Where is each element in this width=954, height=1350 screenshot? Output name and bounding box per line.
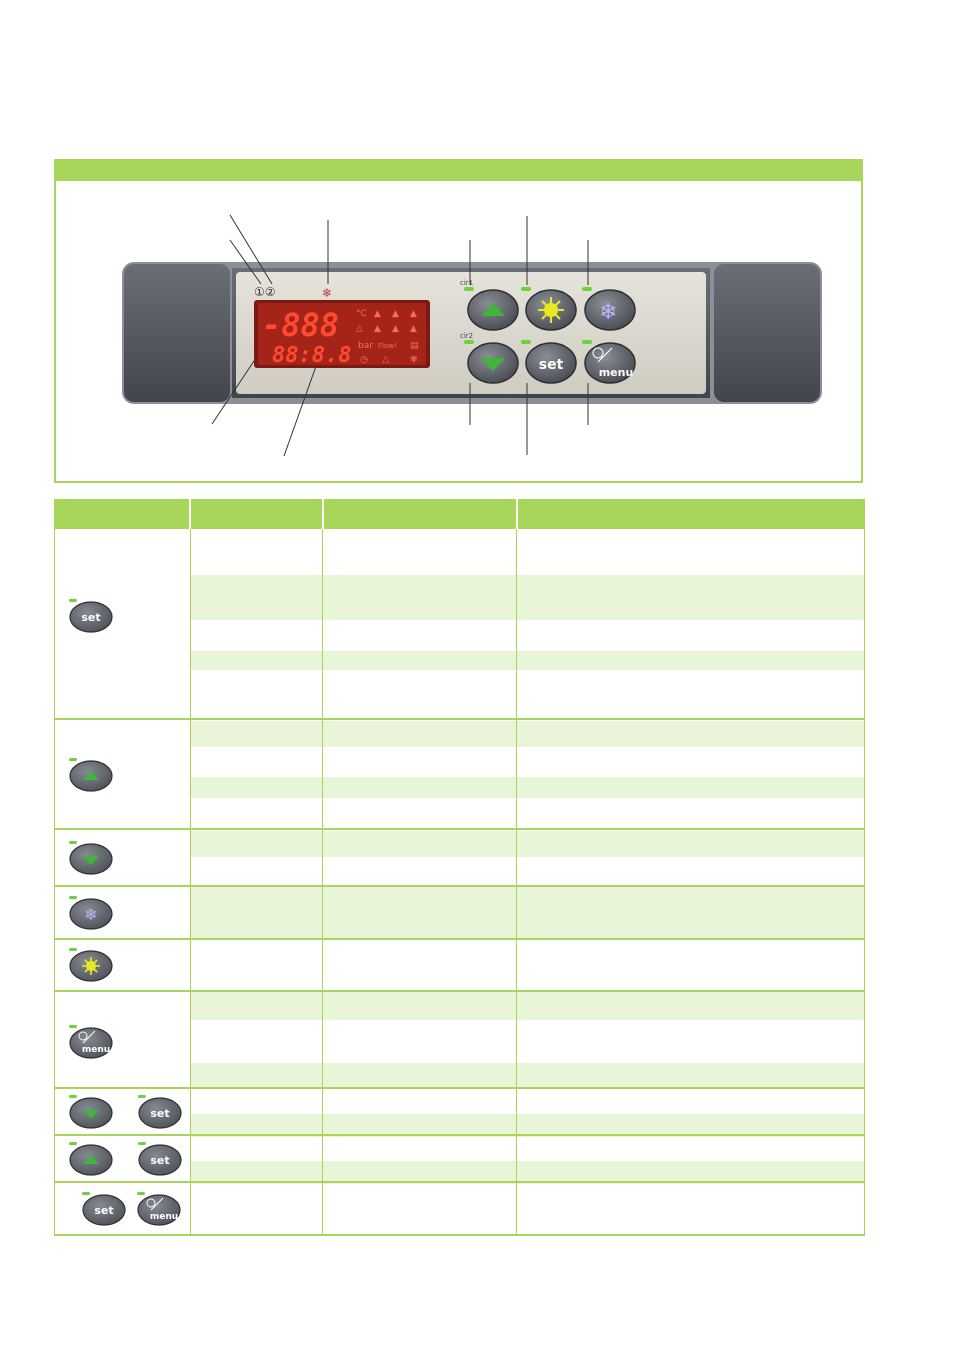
set-button-icon: set [68,598,113,633]
table-header-cell [191,499,322,529]
led-indicators [464,287,592,344]
snowflake-button: ❄ [584,289,636,331]
table-row [190,721,865,747]
svg-text:▲: ▲ [392,309,399,319]
svg-text:▲: ▲ [410,309,417,319]
svg-text:❄: ❄ [84,905,97,924]
snowflake-icon: ❄ [68,895,113,930]
group-separator [54,828,865,830]
svg-text:△: △ [382,355,389,365]
table-row [190,1114,865,1137]
set-button-icon: set [81,1191,126,1226]
lcd-top-digits: -888 [262,306,339,344]
column-divider [322,529,323,1236]
table-header-cell [324,499,516,529]
arrow-up-icon [481,303,505,316]
svg-text:set: set [150,1107,169,1120]
group-separator [54,990,865,992]
arrow-down-icon [481,358,505,371]
arrow-down-icon [68,1094,113,1129]
up-button [467,289,519,331]
svg-text:△: △ [356,324,363,334]
group-separator [54,885,865,887]
table-bottom-border [54,1234,865,1236]
svg-text:▲: ▲ [374,309,381,319]
svg-text:▤: ▤ [410,341,419,351]
clock-icon: ◷ [360,355,368,365]
svg-text:▲: ▲ [392,324,399,334]
arrow-up-icon [68,1141,113,1176]
table-row [190,1161,865,1184]
sun-button [525,289,577,331]
arrow-down-icon [68,840,113,875]
svg-text:menu: menu [599,366,634,379]
group-separator [54,1087,865,1089]
svg-text:set: set [539,357,564,373]
left-end-cap [124,264,230,402]
svg-text:✾: ✾ [410,355,418,365]
svg-text:set: set [81,611,100,624]
table-row [190,992,865,1020]
function-table: set ❄ menu [54,499,865,1236]
svg-text:▲: ▲ [374,324,381,334]
table-row [190,575,865,620]
table-header-cell [518,499,865,529]
snowflake-icon: ❄ [599,300,617,325]
callout-lines [211,214,589,457]
menu-button-icon: menu [68,1024,113,1059]
table-row [190,887,865,939]
cir1-label: cir1 [460,279,473,287]
table-left-border [54,529,55,1236]
group-separator [54,1181,865,1183]
button-icon-column: set ❄ menu [68,598,182,1226]
lcd-unit-label: °C [356,309,367,319]
sun-icon [68,947,113,982]
menu-button-icon: menu [136,1191,181,1226]
controller-illustration: ①② ❄ -888 88:8.8 °C ▲ ▲ ▲ △ ▲ ▲ ▲ bar Flow! ▤… [122,214,822,457]
table-row [190,777,865,798]
set-button-icon: set [137,1141,182,1176]
right-end-cap [714,264,820,402]
circuit-indicators: ①② [254,285,276,299]
table-row [190,651,865,670]
svg-text:menu: menu [82,1045,110,1055]
table-right-border [864,529,865,1236]
table-row [190,831,865,857]
down-button [467,342,519,384]
figure-header-bar [54,159,863,181]
group-separator [54,718,865,720]
cir2-label: cir2 [460,332,473,340]
lcd-bottom-digits: 88:8.8 [272,343,351,368]
table-header-cell [54,499,189,529]
column-divider [516,529,517,1236]
svg-text:menu: menu [150,1212,178,1222]
lcd-bar-label: bar [358,341,373,351]
column-divider [190,529,191,1236]
menu-button: menu [584,342,636,384]
group-separator [54,1134,865,1136]
svg-text:▲: ▲ [410,324,417,334]
defrost-indicator-icon: ❄ [322,286,332,300]
table-row [190,1063,865,1087]
svg-text:set: set [94,1204,113,1217]
set-button: set [525,342,577,384]
set-button-icon: set [137,1094,182,1129]
svg-text:set: set [150,1154,169,1167]
figure-frame [54,159,863,483]
arrow-up-icon [68,757,113,792]
lcd-flow-label: Flow! [378,342,397,350]
group-separator [54,938,865,940]
